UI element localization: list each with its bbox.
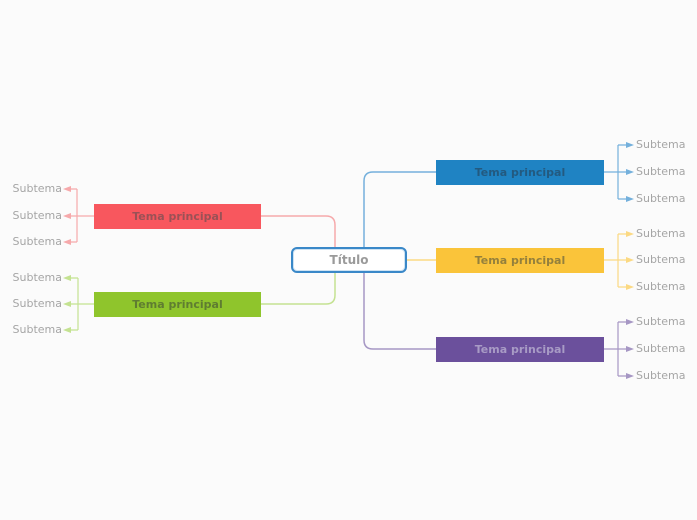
topic-node-green[interactable]: Tema principal xyxy=(94,292,261,317)
arrowheads-red-subtopics xyxy=(63,186,71,245)
connector-root-to-green xyxy=(261,273,336,305)
topic-node-red[interactable]: Tema principal xyxy=(94,204,261,229)
subtopic-node-yellow-1[interactable]: Subtema xyxy=(636,227,686,240)
arrowheads-green-subtopics xyxy=(63,275,71,333)
arrowheads-blue-subtopics xyxy=(626,142,634,202)
subtopic-node-blue-2[interactable]: Subtema xyxy=(636,165,686,178)
connector-red-subtopics xyxy=(67,188,94,243)
subtopic-node-yellow-3[interactable]: Subtema xyxy=(636,280,686,293)
subtopic-node-red-2[interactable]: Subtema xyxy=(12,209,62,222)
subtopic-node-green-3[interactable]: Subtema xyxy=(12,323,62,336)
subtopic-node-purple-3[interactable]: Subtema xyxy=(636,369,686,382)
connector-yellow-subtopics xyxy=(604,233,630,288)
arrowheads-purple-subtopics xyxy=(626,319,634,379)
connector-green-subtopics xyxy=(67,277,94,331)
arrowheads-yellow-subtopics xyxy=(626,231,634,290)
topic-node-blue[interactable]: Tema principal xyxy=(436,160,604,185)
subtopic-node-blue-3[interactable]: Subtema xyxy=(636,192,686,205)
topic-node-yellow[interactable]: Tema principal xyxy=(436,248,604,273)
topic-node-purple[interactable]: Tema principal xyxy=(436,337,604,362)
subtopic-node-red-1[interactable]: Subtema xyxy=(12,182,62,195)
connector-purple-subtopics xyxy=(604,321,630,377)
connector-root-to-blue xyxy=(363,171,436,247)
subtopic-node-purple-2[interactable]: Subtema xyxy=(636,342,686,355)
subtopic-node-green-2[interactable]: Subtema xyxy=(12,297,62,310)
connector-root-to-red xyxy=(261,215,336,247)
root-node[interactable]: Título xyxy=(291,247,407,273)
subtopic-node-green-1[interactable]: Subtema xyxy=(12,271,62,284)
connector-root-to-purple xyxy=(363,273,436,350)
subtopic-node-red-3[interactable]: Subtema xyxy=(12,235,62,248)
subtopic-node-yellow-2[interactable]: Subtema xyxy=(636,253,686,266)
subtopic-node-blue-1[interactable]: Subtema xyxy=(636,138,686,151)
subtopic-node-purple-1[interactable]: Subtema xyxy=(636,315,686,328)
connector-blue-subtopics xyxy=(604,144,630,200)
